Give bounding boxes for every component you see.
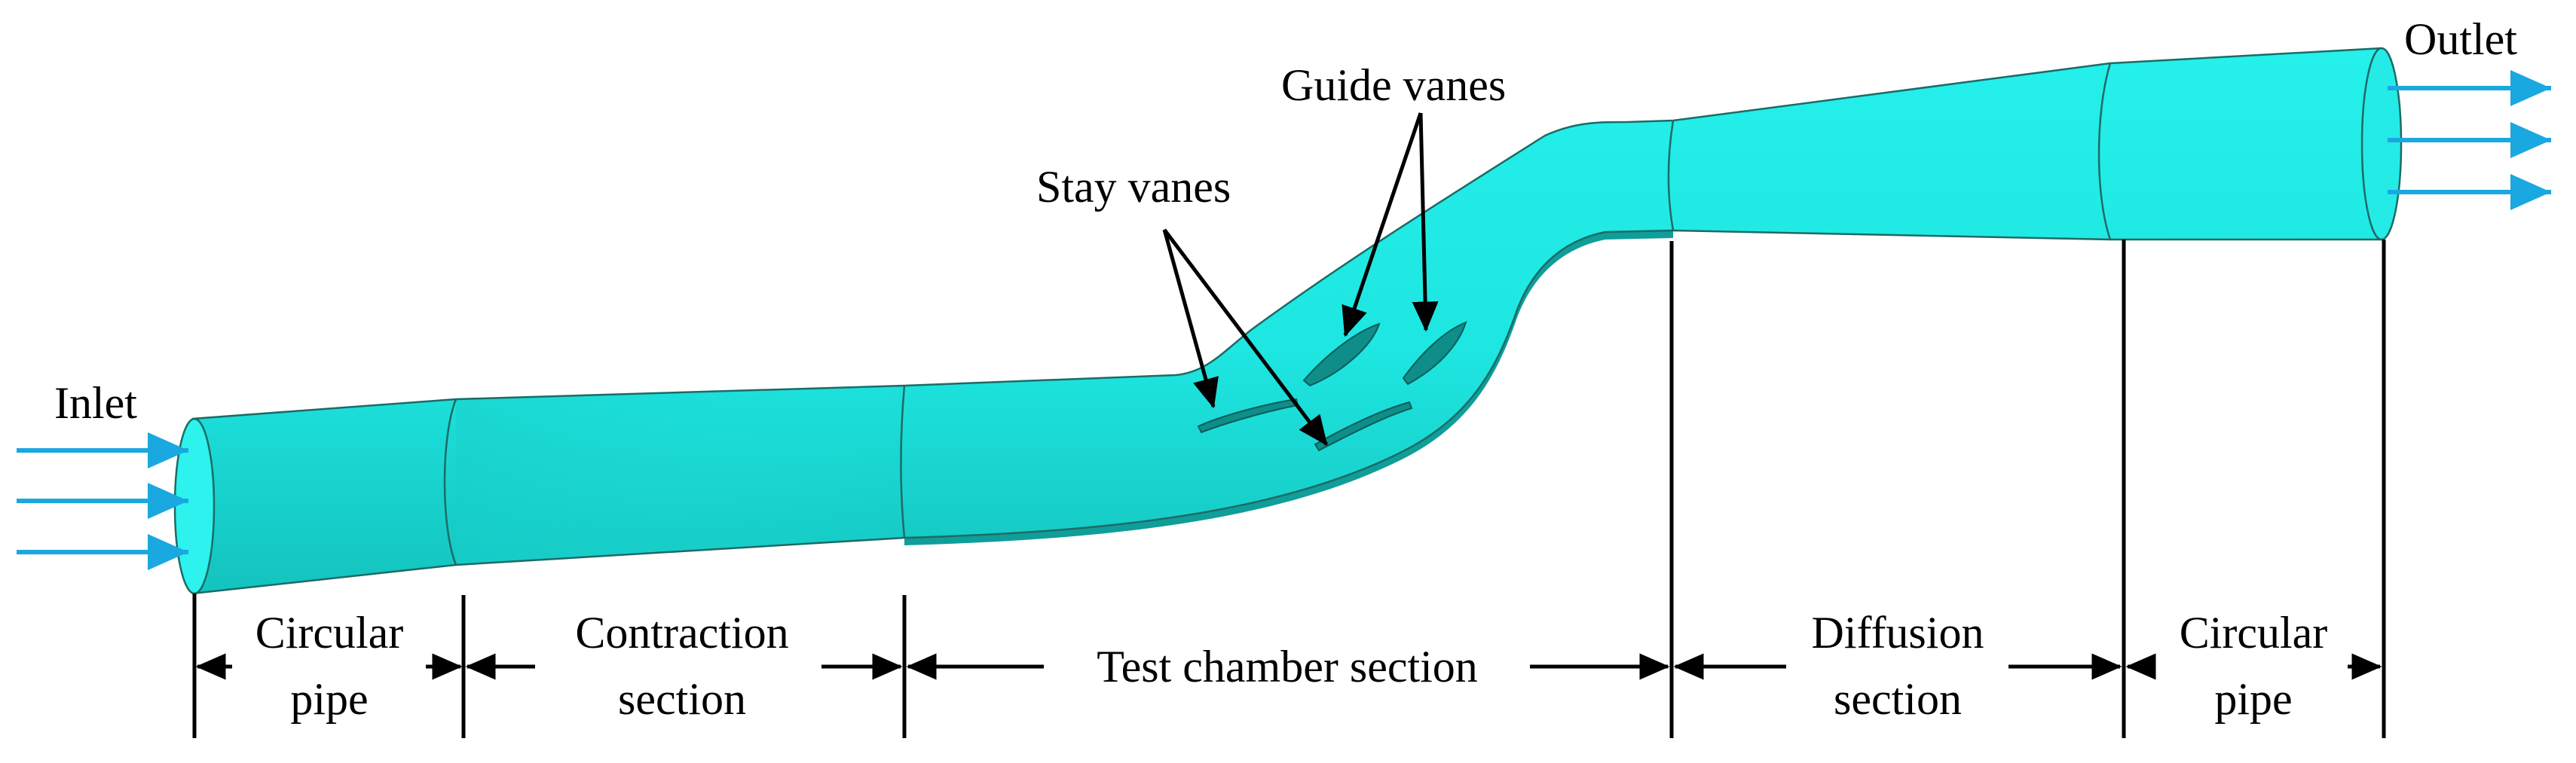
guide-vane-leader — [1342, 112, 1423, 337]
outlet-face — [2360, 47, 2403, 241]
inlet-flow-arrows — [17, 432, 188, 570]
seam-chamber-diffusion — [1667, 120, 1675, 231]
section-contraction-line2: section — [618, 674, 746, 724]
guide-vanes — [1302, 321, 1467, 387]
section-circular-pipe-1-line2: pipe — [290, 674, 368, 724]
outlet-flow-arrows — [2388, 70, 2551, 210]
seam-pipe-contraction — [443, 398, 457, 566]
outlet-label: Outlet — [2404, 14, 2517, 64]
inlet-face — [173, 417, 216, 595]
seam-diffusion-pipe — [2097, 63, 2112, 240]
tunnel-body — [173, 47, 2403, 595]
section-dimensions — [192, 240, 2386, 738]
inlet-label: Inlet — [54, 378, 137, 428]
guide-vanes-label: Guide vanes — [1281, 60, 1506, 110]
guide-vane — [1402, 321, 1467, 386]
section-test-chamber-label: Test chamber section — [1097, 642, 1478, 691]
stay-vane-leader — [1163, 228, 1328, 446]
stay-vanes-label: Stay vanes — [1036, 162, 1231, 212]
guide-vane — [1302, 322, 1381, 387]
section-circular-pipe-2-line1: Circular — [2180, 608, 2328, 658]
section-contraction-line1: Contraction — [575, 608, 788, 658]
section-circular-pipe-1-line1: Circular — [255, 608, 404, 658]
contraction-shade — [456, 386, 904, 565]
text-labels: Inlet Outlet Stay vanes Guide vanes Circ… — [54, 14, 2517, 724]
tunnel-outline — [191, 47, 2382, 595]
section-circular-pipe-2-line2: pipe — [2214, 674, 2292, 724]
stay-vane-leader — [1162, 229, 1219, 409]
callout-leaders — [1162, 112, 1439, 446]
seam-contraction-chamber — [900, 385, 906, 539]
section-diffusion-line2: section — [1834, 674, 1962, 724]
guide-vane-leader — [1412, 112, 1439, 332]
stay-vane — [1314, 401, 1413, 452]
section-diffusion-line1: Diffusion — [1812, 608, 1984, 658]
